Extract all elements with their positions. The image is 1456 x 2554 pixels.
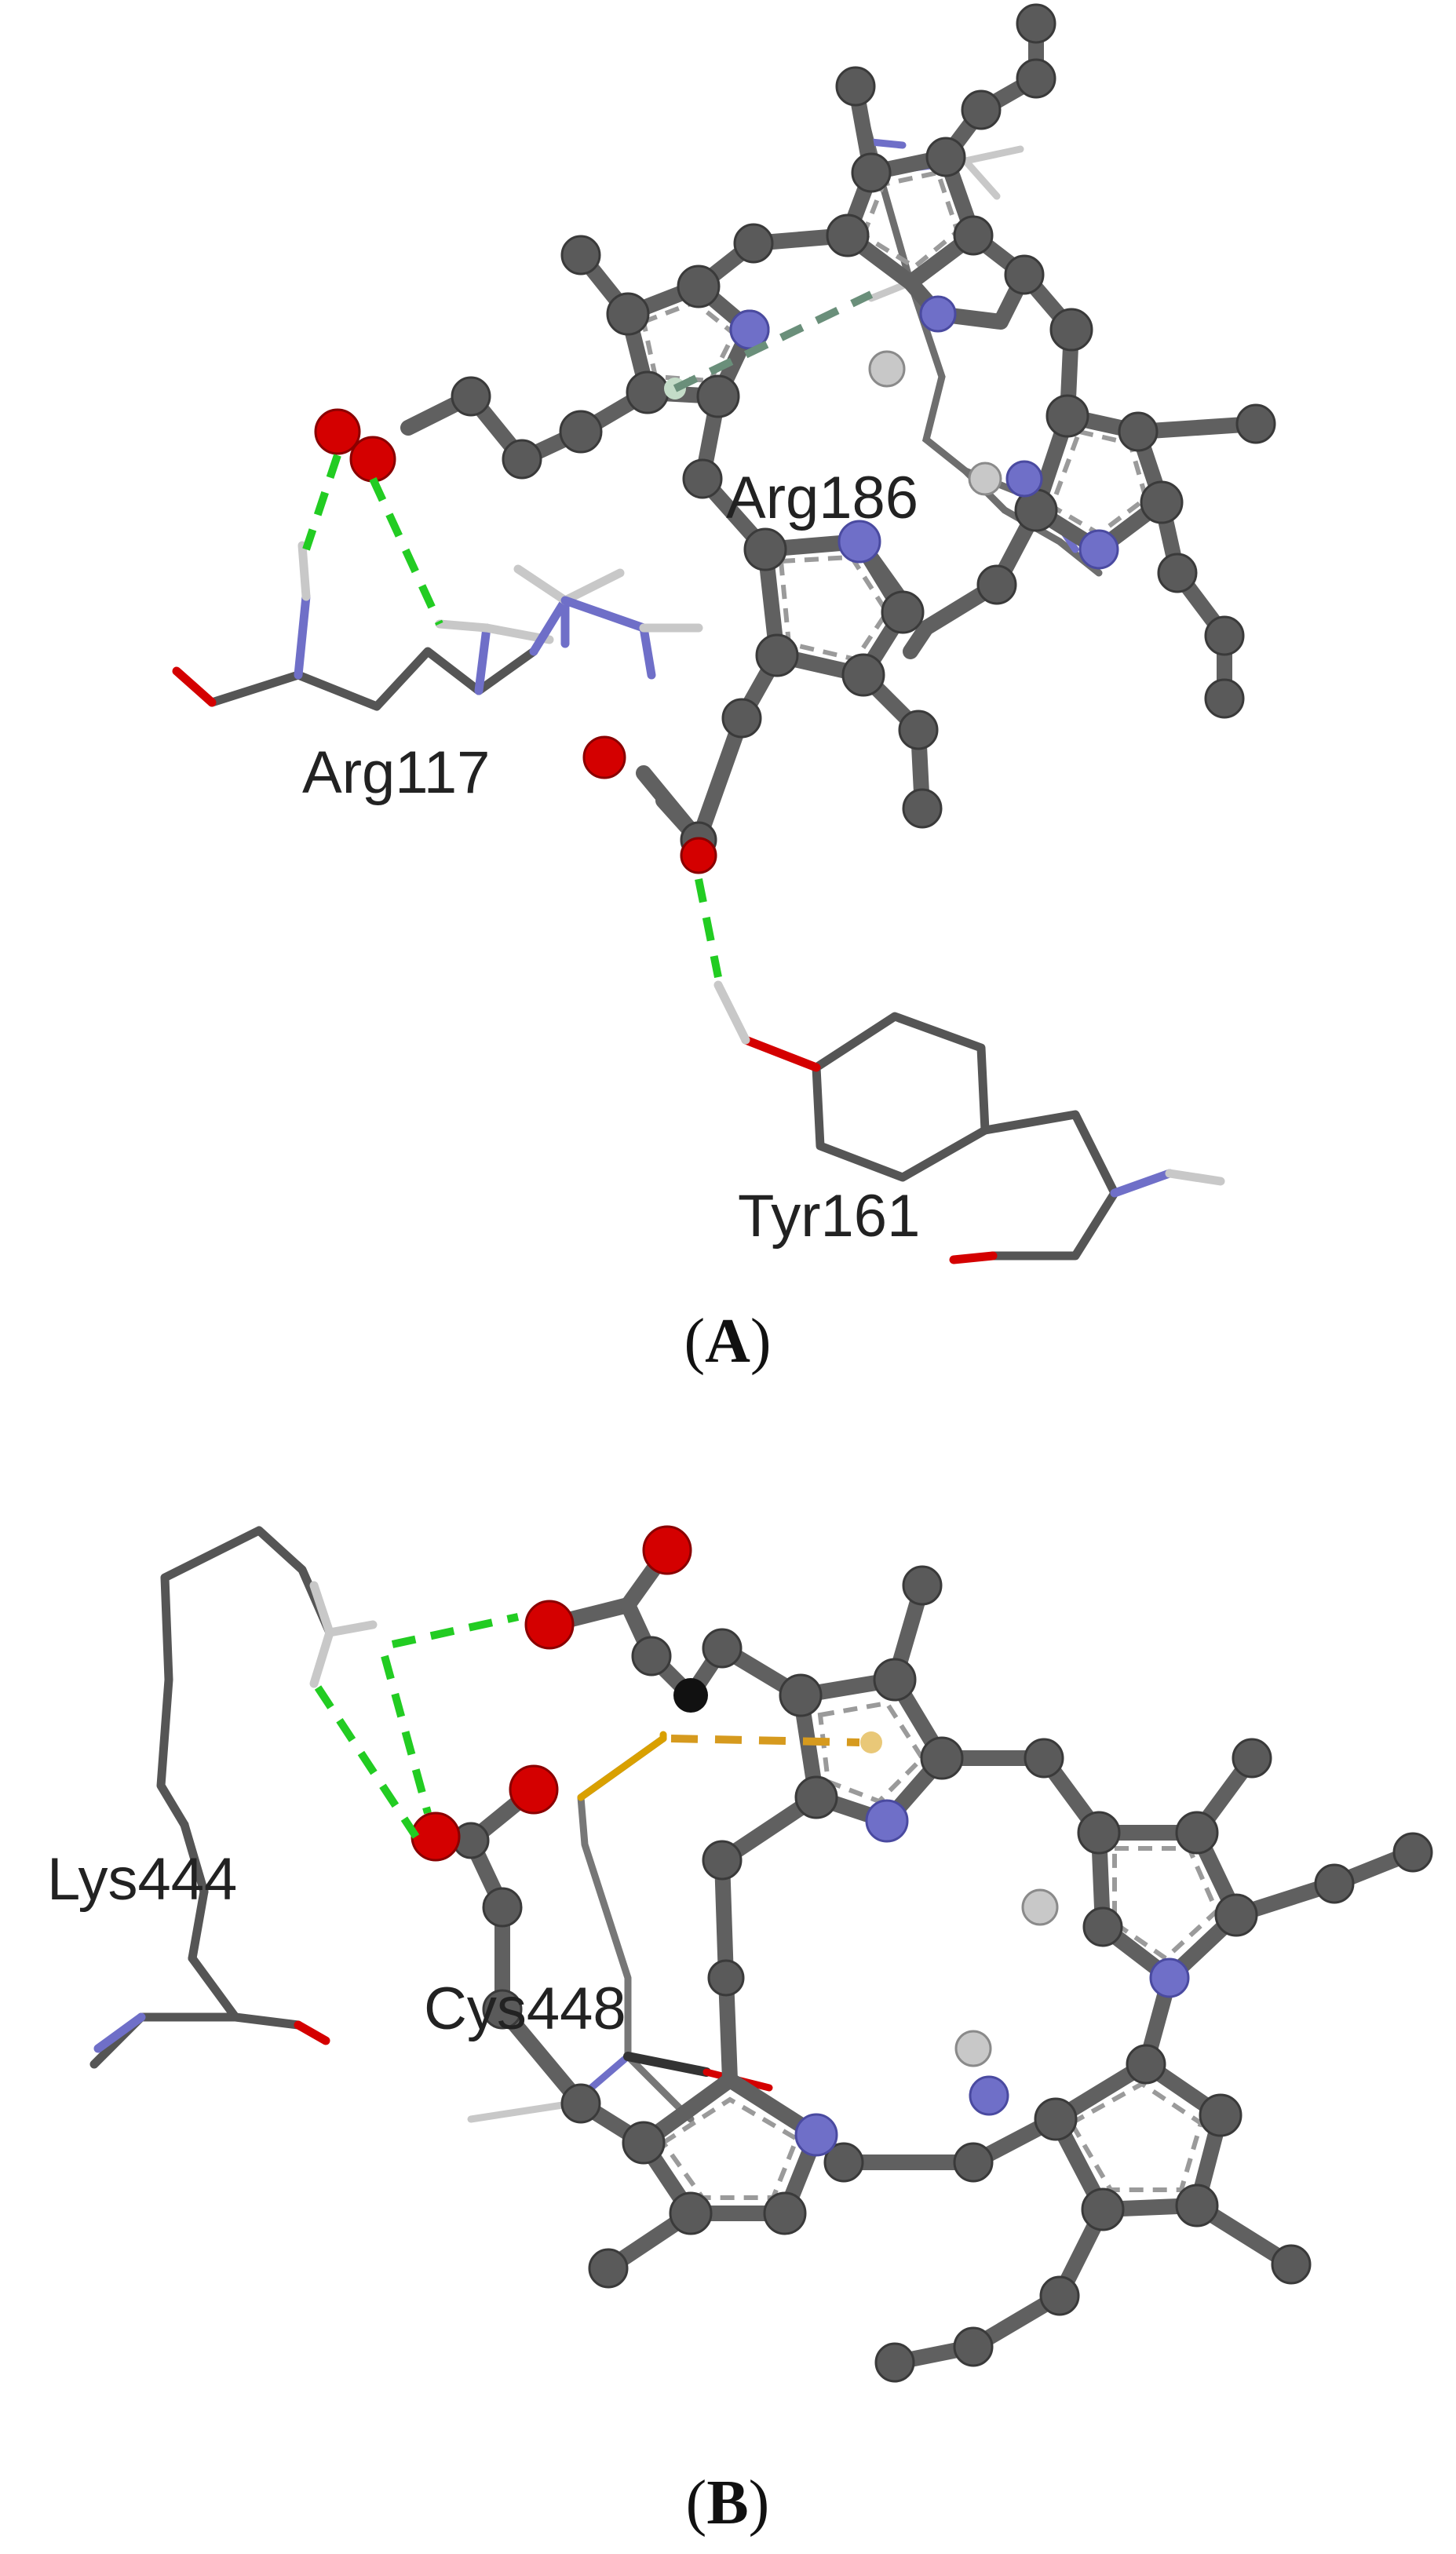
ligand-b-bonds [463,1542,1421,2370]
arg117-side-chain [172,541,703,711]
tyr161-side-chain [713,980,1225,1264]
lys444-side-chain [89,1526,378,2069]
label-lys444: Lys444 [47,1846,237,1913]
cys448-side-chain [467,1731,773,2123]
ligand-a-atoms [314,3,1276,874]
pi-sulfur-b [670,1735,860,1746]
hbonds-b [314,1613,520,1839]
label-cys448: Cys448 [424,1976,626,2042]
panel-a-label: (A) [684,1307,771,1376]
panel-a-letter: A [705,1307,750,1376]
hbonds-a [302,454,722,978]
ligand-b-atoms [411,1525,1433,2383]
panel-a: Arg186 Arg117 Tyr161 (A) [172,3,1276,1376]
panel-b-letter: B [706,2468,748,2538]
ligand-a-aromatic-rings [640,170,1149,662]
pi-centroid-b [860,1731,882,1753]
panel-b: Lys444 Cys448 (B) [47,1525,1433,2538]
label-tyr161: Tyr161 [738,1183,920,1250]
label-arg117: Arg117 [302,739,490,806]
label-arg186: Arg186 [726,465,918,531]
ligand-b-aromatic-rings [659,1700,1220,2200]
panel-b-label: (B) [686,2468,770,2538]
pi-cation-a [673,290,874,392]
